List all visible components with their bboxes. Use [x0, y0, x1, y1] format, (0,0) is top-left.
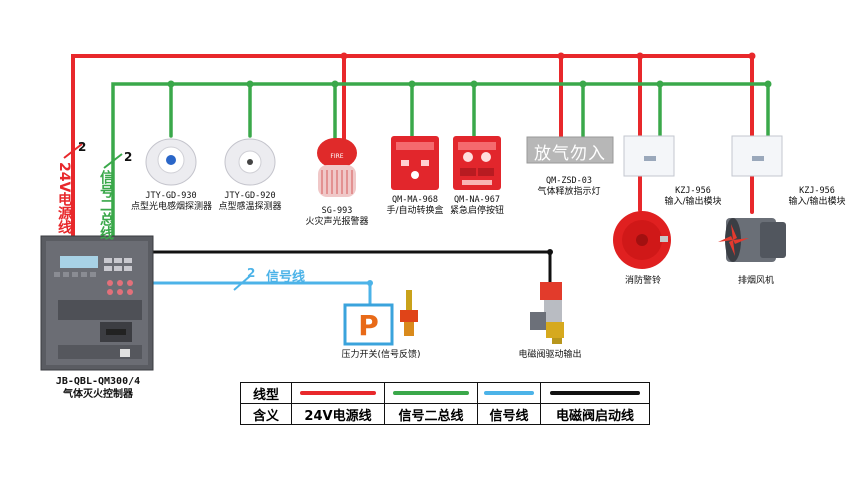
- release-light-text: 放气勿入: [534, 144, 606, 164]
- power-line-label: 24V电源线: [56, 162, 72, 235]
- io-module-1-name: 输入/输出模块: [664, 197, 722, 207]
- heat-detector-label: JTY-GD-920 点型感温探测器: [212, 191, 288, 213]
- legend-item-signal: 信号线: [477, 403, 541, 425]
- io-module-1-icon: [623, 135, 675, 177]
- exhaust-fan-label: 排烟风机: [737, 276, 774, 286]
- solenoid-valve-label: 电磁阀驱动输出: [518, 350, 582, 360]
- manual-switch-name: 手/自动转换盒: [386, 206, 444, 216]
- alarm-code: SG-993: [321, 206, 353, 216]
- smoke-detector-code: JTY-GD-930: [145, 191, 197, 201]
- legend-row-meaning: 含义 24V电源线 信号二总线 信号线 电磁阀启动线: [240, 403, 650, 425]
- bus-line-label: 信号二总线: [98, 170, 114, 240]
- smoke-detector-name: 点型光电感烟探测器: [131, 202, 213, 212]
- io-module-2-name: 输入/输出模块: [788, 197, 846, 207]
- legend-swatch-power: [291, 382, 385, 404]
- signal-count-label: 2: [247, 266, 256, 280]
- controller-model: JB-QBL-QM300/4: [55, 376, 141, 387]
- legend-header-linetype: 线型: [240, 382, 292, 404]
- fire-bell-icon: [613, 211, 671, 269]
- manual-switch-code: QM-MA-968: [391, 195, 439, 205]
- legend-item-valve: 电磁阀启动线: [540, 403, 650, 425]
- smoke-detector-icon: [145, 138, 197, 186]
- io-module-1-code: KZJ-956: [675, 186, 711, 196]
- legend-row-linetype: 线型: [240, 382, 650, 404]
- emergency-button-icon: [453, 136, 501, 190]
- legend-swatch-valve: [540, 382, 650, 404]
- emergency-button-code: QM-NA-967: [453, 195, 501, 205]
- legend-swatch-signal: [477, 382, 541, 404]
- alarm-label: SG-993 火灾声光报警器: [302, 206, 372, 228]
- sound-light-alarm-icon: FIRE: [317, 138, 357, 197]
- power-count-label: 2: [78, 140, 87, 154]
- heat-detector-name: 点型感温探测器: [218, 202, 282, 212]
- pressure-switch-icon: P: [343, 290, 418, 346]
- valve-line: [152, 250, 552, 282]
- emergency-button-name: 紧急启停按钮: [449, 206, 504, 216]
- solenoid-valve-icon: [530, 282, 564, 344]
- signal-line-label: 信号线: [266, 270, 306, 285]
- exhaust-fan-icon: [718, 218, 786, 262]
- io-module-2-label: KZJ-956 输入/输出模块: [786, 186, 848, 208]
- controller-cabinet: [40, 235, 154, 371]
- controller-name: 气体灭火控制器: [63, 389, 133, 400]
- legend-item-power: 24V电源线: [291, 403, 385, 425]
- legend-item-bus: 信号二总线: [384, 403, 478, 425]
- release-light-code: QM-ZSD-03: [545, 176, 593, 186]
- manual-switch-icon: [391, 136, 439, 190]
- legend-header-meaning: 含义: [240, 403, 292, 425]
- legend-table: 线型 含义 24V电源线 信号二总线 信号线 电磁阀启动线: [240, 382, 650, 425]
- bus-line: [111, 82, 770, 238]
- smoke-detector-label: JTY-GD-930 点型光电感烟探测器: [131, 191, 213, 213]
- power-line: [71, 54, 754, 238]
- release-light-label: QM-ZSD-03 气体释放指示灯: [528, 176, 610, 198]
- pressure-switch-label: 压力开关(信号反馈): [341, 350, 421, 360]
- fire-bell-label: 消防警铃: [624, 276, 661, 286]
- io-module-1-label: KZJ-956 输入/输出模块: [660, 186, 726, 208]
- io-module-2-code: KZJ-956: [799, 186, 835, 196]
- pressure-switch-symbol: P: [358, 309, 379, 342]
- release-light-name: 气体释放指示灯: [537, 187, 601, 197]
- heat-detector-icon: [224, 138, 276, 186]
- controller-label: JB-QBL-QM300/4 气体灭火控制器: [40, 375, 156, 401]
- heat-detector-code: JTY-GD-920: [224, 191, 276, 201]
- bus-count-label: 2: [124, 150, 133, 164]
- signal-line: [152, 281, 372, 305]
- manual-switch-label: QM-MA-968 手/自动转换盒: [384, 195, 446, 217]
- alarm-name: 火灾声光报警器: [305, 217, 369, 227]
- alarm-badge: FIRE: [330, 153, 343, 160]
- legend-swatch-bus: [384, 382, 478, 404]
- emergency-button-label: QM-NA-967 紧急启停按钮: [446, 195, 508, 217]
- gas-release-light-icon: [526, 136, 614, 164]
- io-module-2-icon: [731, 135, 783, 177]
